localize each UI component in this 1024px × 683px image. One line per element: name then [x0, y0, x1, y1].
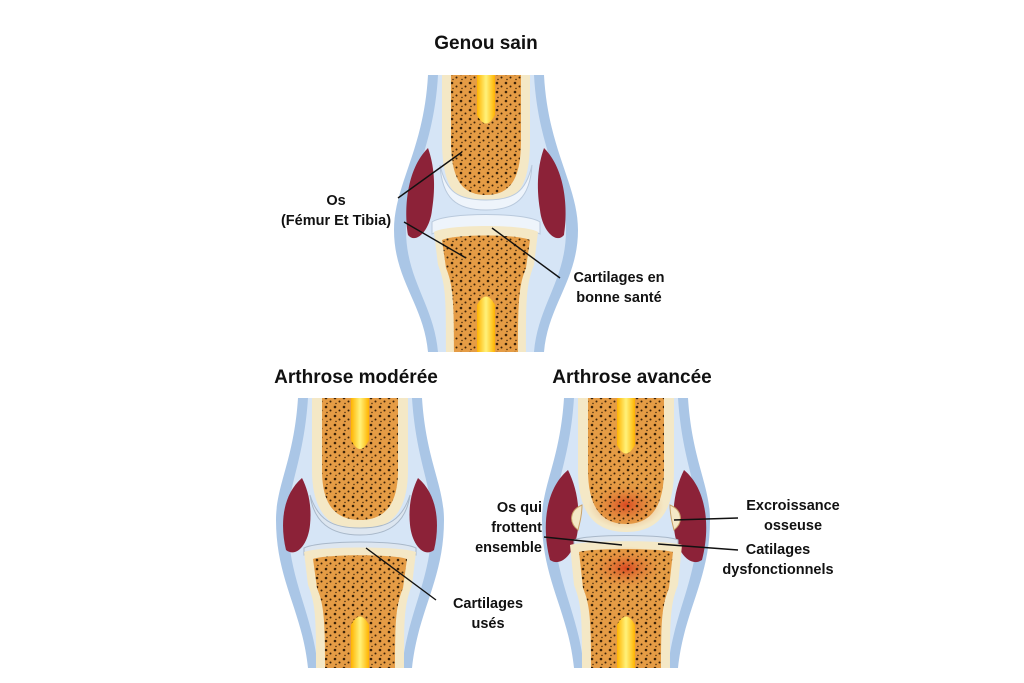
label-bone-spur: Excroissance osseuse [746, 498, 840, 534]
leader-bone-femur [397, 151, 463, 199]
leader-lines [365, 151, 739, 601]
label-dysfunctional-cartilage: Catilages dysfonctionnels [722, 542, 834, 578]
tibia [434, 226, 538, 352]
femur [578, 398, 674, 532]
advanced-arthrosis-knee [542, 398, 710, 668]
bone-spur [571, 504, 681, 531]
healthy-knee [394, 75, 578, 352]
title-advanced-arthrosis: Arthrose avancée [552, 367, 712, 388]
leader-cartilage-worn [365, 547, 437, 601]
label-healthy-cartilage: Cartilages en bonne santé [573, 270, 665, 306]
leader-rubbing-bones [543, 536, 623, 546]
synovial-membrane [406, 148, 566, 239]
moderate-arthrosis-knee [276, 398, 444, 668]
title-moderate-arthrosis: Arthrose modérée [274, 367, 438, 388]
leader-cartilage-healthy [491, 227, 561, 279]
femur [312, 398, 408, 530]
title-healthy-knee: Genou sain [434, 33, 538, 54]
femur [442, 75, 530, 205]
tibia [304, 547, 416, 668]
label-bones: Os (Fémur Et Tibia) [280, 193, 392, 229]
leader-bone-spur [673, 517, 739, 521]
synovial-membrane [283, 478, 437, 553]
label-worn-cartilage: Cartilages usés [452, 596, 524, 632]
tibia [570, 541, 682, 668]
leader-cartilage-dysfunctional [657, 543, 739, 551]
leader-bone-tibia [403, 221, 467, 259]
label-rubbing-bones: Os qui frottent ensemble [475, 500, 542, 556]
